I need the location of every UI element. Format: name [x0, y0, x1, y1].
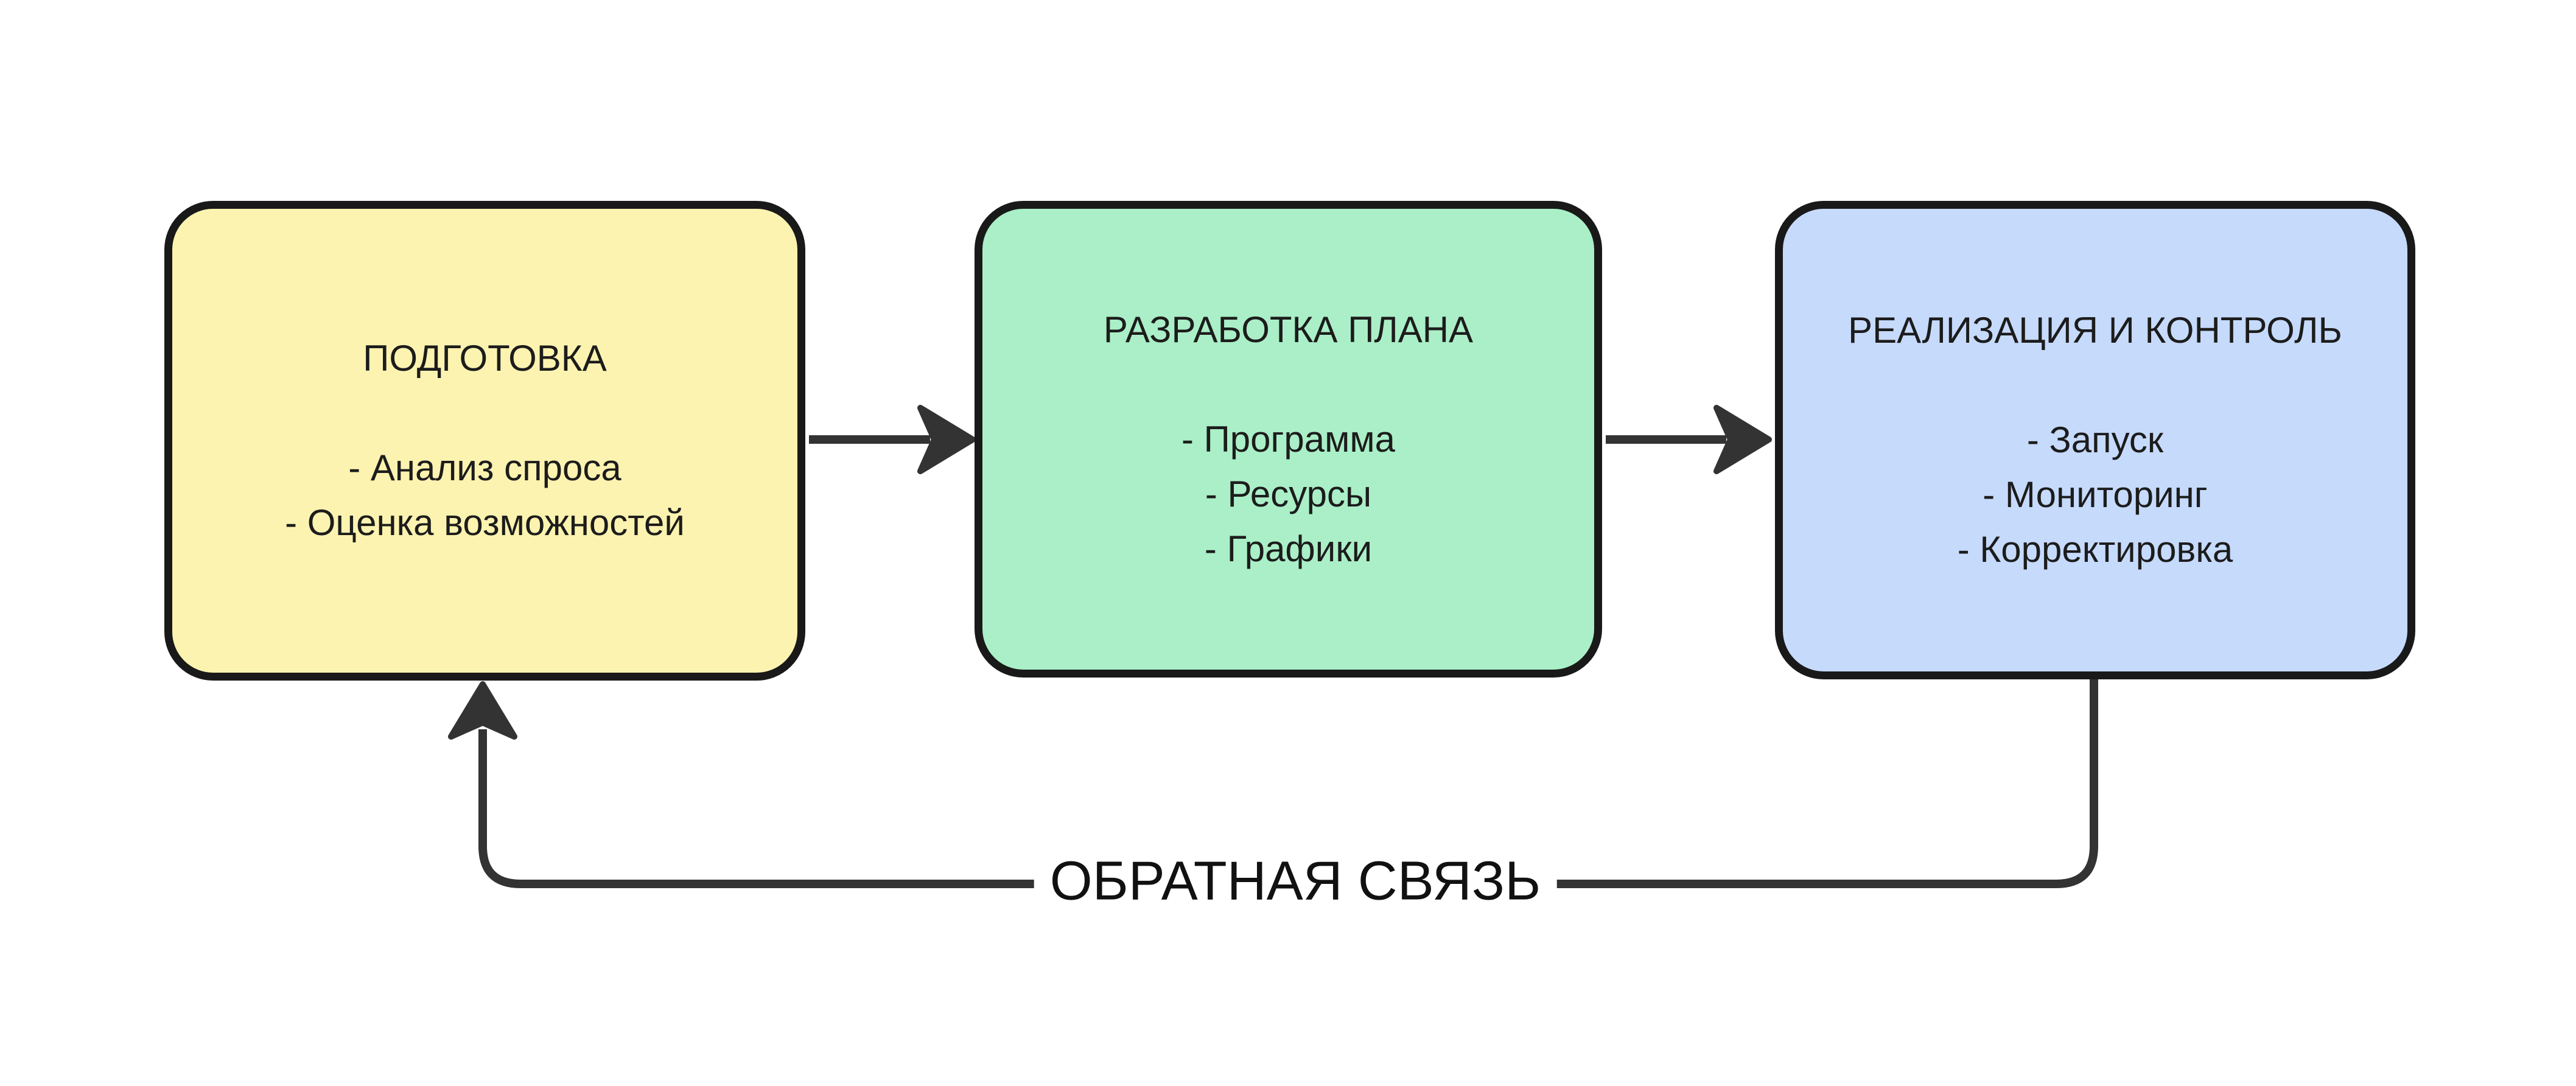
node-item: - Оценка возможностей — [285, 502, 685, 543]
node-title: ПОДГОТОВКА — [363, 338, 607, 379]
node-spacer — [285, 386, 685, 441]
node-title: РЕАЛИЗАЦИЯ И КОНТРОЛЬ — [1848, 310, 2342, 351]
node-item: - Графики — [1204, 528, 1373, 569]
node-plan-development: РАЗРАБОТКА ПЛАНА - Программа - Ресурсы -… — [975, 201, 1602, 678]
feedback-edge-label: ОБРАТНАЯ СВЯЗЬ — [1034, 847, 1557, 915]
arrow-plan-to-implementation — [1606, 405, 1772, 474]
node-spacer — [1848, 358, 2342, 413]
node-item: - Запуск — [2026, 419, 2164, 460]
arrow-preparation-to-plan — [809, 405, 976, 474]
node-item: - Корректировка — [1957, 529, 2233, 570]
node-title: РАЗРАБОТКА ПЛАНА — [1103, 309, 1474, 350]
arrowhead-up-icon — [448, 681, 517, 740]
node-item: - Мониторинг — [1983, 474, 2208, 515]
node-preparation: ПОДГОТОВКА - Анализ спроса - Оценка возм… — [164, 201, 805, 681]
node-implementation-control: РЕАЛИЗАЦИЯ И КОНТРОЛЬ - Запуск - Монитор… — [1775, 201, 2415, 679]
node-item: - Ресурсы — [1205, 473, 1372, 514]
arrowhead-right-icon — [1713, 405, 1772, 474]
node-spacer — [1104, 357, 1473, 412]
node-item: - Анализ спроса — [348, 447, 621, 488]
arrowhead-right-icon — [917, 405, 976, 474]
node-item: - Программа — [1181, 418, 1395, 460]
node-label: РЕАЛИЗАЦИЯ И КОНТРОЛЬ - Запуск - Монитор… — [1848, 303, 2342, 577]
node-label: РАЗРАБОТКА ПЛАНА - Программа - Ресурсы -… — [1104, 303, 1473, 576]
node-label: ПОДГОТОВКА - Анализ спроса - Оценка возм… — [285, 331, 685, 550]
